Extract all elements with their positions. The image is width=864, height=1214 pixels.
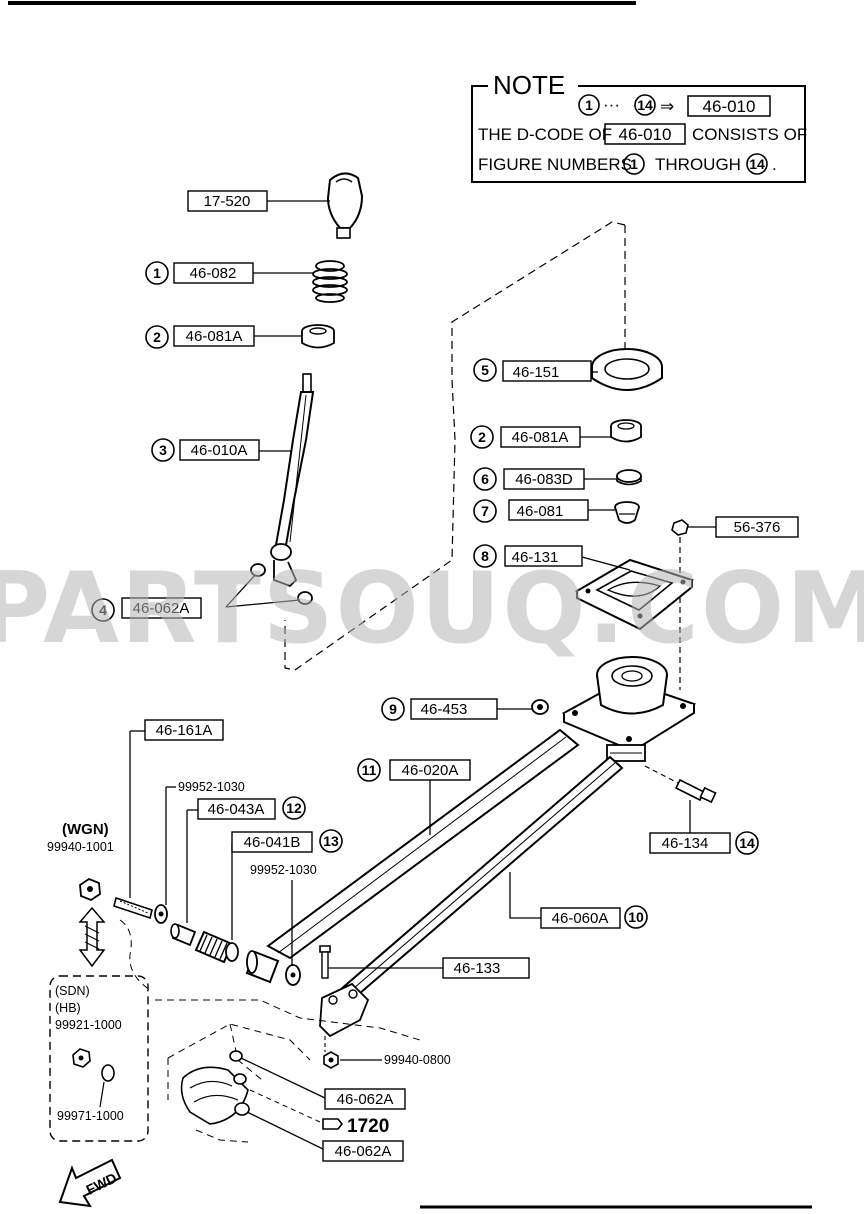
fig-number-7: 7 <box>481 503 489 519</box>
label-99921-1000: 99921-1000 <box>55 1018 122 1032</box>
label-99952-1030-top: 99952-1030 <box>178 780 245 794</box>
label-46-062A-top: 46-062A <box>133 600 190 617</box>
note-line1-code: 46-010 <box>619 125 672 144</box>
bolt-46-161A-part <box>113 730 153 920</box>
group-dashed-outline <box>284 221 626 671</box>
washer-top-part <box>154 786 176 924</box>
fig-number-13: 13 <box>323 833 339 849</box>
double-arrow-icon <box>78 906 106 968</box>
label-46-081: 46-081 <box>517 503 564 520</box>
wgn-nut-part <box>79 877 101 902</box>
label-sdn: (SDN) <box>55 984 90 998</box>
label-46-060A: 46-060A <box>552 910 609 927</box>
fig-number-14: 14 <box>739 835 755 851</box>
note-box: NOTE 1 ··· 14 ⇒ 46-010 THE D-CODE OF 46-… <box>471 70 807 183</box>
fig-number-8: 8 <box>481 548 489 564</box>
note-line2-pre: FIGURE NUMBERS <box>478 155 632 174</box>
fig-number-9: 9 <box>389 701 397 717</box>
note-line2-end: . <box>772 155 777 174</box>
plate-part <box>574 556 695 631</box>
ref-pointer-icon <box>322 1118 344 1130</box>
ring-part <box>584 469 642 486</box>
label-46-041B: 46-041B <box>244 834 301 851</box>
fig-number-10: 10 <box>628 909 644 925</box>
spring-part <box>253 260 348 303</box>
fig-number-4: 4 <box>99 602 107 618</box>
label-46-081A-left: 46-081A <box>186 328 243 345</box>
shift-rod-part <box>266 728 580 960</box>
nut-46-453-part <box>497 699 549 715</box>
label-46-133: 46-133 <box>454 960 501 977</box>
bush-part <box>588 501 640 524</box>
lever-bushes-part <box>225 563 313 608</box>
extension-bar-part <box>319 755 624 1038</box>
fig-number-11: 11 <box>362 762 377 778</box>
label-46-062A-bottom-2: 46-062A <box>335 1143 392 1160</box>
collar-part <box>170 809 198 947</box>
fig-number-12: 12 <box>286 800 302 816</box>
label-99940-0800: 99940-0800 <box>384 1053 451 1067</box>
fig-number-3: 3 <box>159 442 167 458</box>
note-line2-num2: 14 <box>749 156 765 172</box>
label-46-081A-right: 46-081A <box>512 429 569 446</box>
fig-number-6: 6 <box>481 471 489 487</box>
label-46-020A: 46-020A <box>402 762 459 779</box>
label-46-083D: 46-083D <box>515 471 573 488</box>
label-1720: 1720 <box>347 1116 389 1137</box>
note-title: NOTE <box>493 70 565 100</box>
label-46-453: 46-453 <box>421 701 468 718</box>
note-line1-post: CONSISTS OF <box>692 125 807 144</box>
bushing-part-right <box>580 419 642 443</box>
label-46-161A: 46-161A <box>156 722 213 739</box>
note-line2-num1: 1 <box>630 156 638 172</box>
label-46-062A-bottom-1: 46-062A <box>337 1091 394 1108</box>
note-range-dots: ··· <box>603 95 620 114</box>
note-range-start: 1 <box>585 97 593 113</box>
note-range-end: 14 <box>637 97 653 113</box>
bolt-46-134-part <box>644 765 717 833</box>
note-arrow: ⇒ <box>660 97 674 116</box>
bushing-part-left <box>254 324 335 349</box>
shift-lever-part <box>259 373 315 588</box>
fig-number-5: 5 <box>481 362 489 378</box>
label-46-082: 46-082 <box>190 265 237 282</box>
note-line2-mid: THROUGH <box>655 155 741 174</box>
label-46-131: 46-131 <box>512 549 559 566</box>
label-46-010A: 46-010A <box>191 442 248 459</box>
forward-arrow-icon: FWD <box>58 1158 122 1208</box>
label-17-520: 17-520 <box>204 193 251 210</box>
sdn-hb-variant-box <box>49 975 149 1142</box>
fig-number-2-left: 2 <box>153 329 161 345</box>
ribbed-bushing-part <box>194 843 239 964</box>
label-99971-1000: 99971-1000 <box>57 1109 124 1123</box>
label-46-043A: 46-043A <box>208 801 265 818</box>
label-wgn: (WGN) <box>62 821 109 838</box>
label-46-151: 46-151 <box>513 364 560 381</box>
shift-knob-part <box>267 172 364 239</box>
label-56-376: 56-376 <box>734 519 781 536</box>
note-line1-pre: THE D-CODE OF <box>478 125 612 144</box>
transmission-outline <box>119 919 421 1151</box>
sdn-nut-part <box>72 1048 115 1108</box>
fig-number-1: 1 <box>153 265 161 281</box>
nut-56-376-part <box>671 519 716 690</box>
label-99952-1030-mid: 99952-1030 <box>250 863 317 877</box>
label-hb: (HB) <box>55 1001 81 1015</box>
shift-housing-part <box>561 656 697 762</box>
note-dcode: 46-010 <box>703 97 756 116</box>
fig-number-2-right: 2 <box>478 429 486 445</box>
label-99940-1001: 99940-1001 <box>47 840 114 854</box>
boot-part <box>591 348 663 391</box>
bolt-46-133-part <box>319 945 443 1069</box>
label-46-134: 46-134 <box>662 835 709 852</box>
watermark: PARTSOUQ.COM <box>0 552 864 666</box>
rod-end-collar-part <box>245 880 301 986</box>
